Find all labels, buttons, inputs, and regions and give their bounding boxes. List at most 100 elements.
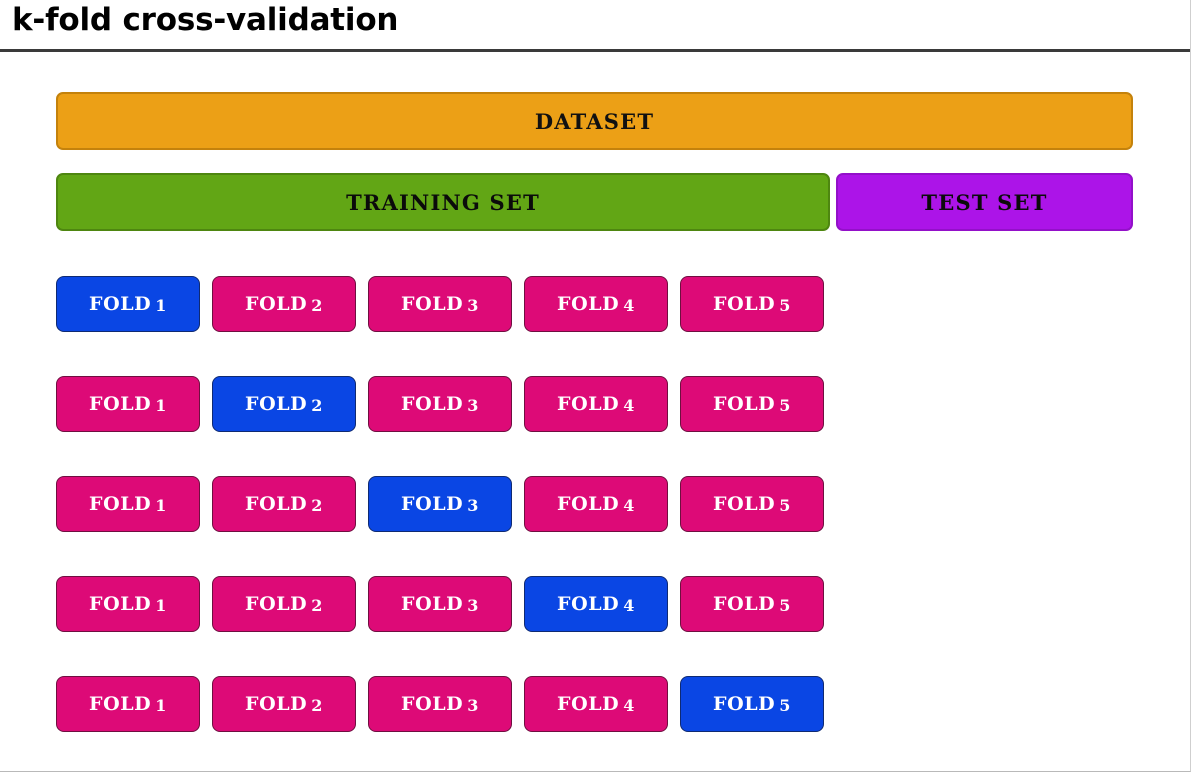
fold-number: 4 bbox=[623, 695, 635, 715]
fold-label: FOLD bbox=[712, 293, 776, 315]
fold-number: 5 bbox=[779, 695, 791, 715]
fold-label: FOLD bbox=[400, 293, 464, 315]
train-test-split-row: TRAINING SET TEST SET bbox=[0, 52, 1190, 770]
dataset-label: DATASET bbox=[534, 108, 655, 134]
fold-label: FOLD bbox=[400, 393, 464, 415]
fold-number: 2 bbox=[311, 495, 323, 515]
fold-label: FOLD bbox=[244, 593, 308, 615]
fold-label: FOLD bbox=[244, 693, 308, 715]
fold-number: 3 bbox=[467, 295, 479, 315]
fold-number: 1 bbox=[155, 695, 167, 715]
fold-number: 5 bbox=[779, 495, 791, 515]
fold-label: FOLD bbox=[556, 693, 620, 715]
fold-label: FOLD bbox=[88, 493, 152, 515]
fold-number: 3 bbox=[467, 495, 479, 515]
fold-number: 3 bbox=[467, 595, 479, 615]
page-title: k-fold cross-validation bbox=[12, 2, 399, 38]
fold-label: FOLD bbox=[712, 493, 776, 515]
training-set-bar: TRAINING SET bbox=[56, 173, 830, 231]
fold-number: 2 bbox=[311, 595, 323, 615]
fold-label: FOLD bbox=[244, 293, 308, 315]
fold-number: 1 bbox=[155, 395, 167, 415]
fold-number: 4 bbox=[623, 595, 635, 615]
fold-number: 1 bbox=[155, 495, 167, 515]
fold-label: FOLD bbox=[712, 393, 776, 415]
fold-number: 4 bbox=[623, 295, 635, 315]
fold-number: 2 bbox=[311, 295, 323, 315]
fold-label: FOLD bbox=[556, 593, 620, 615]
fold-label: FOLD bbox=[556, 293, 620, 315]
fold-label: FOLD bbox=[244, 393, 308, 415]
fold-number: 3 bbox=[467, 395, 479, 415]
fold-label: FOLD bbox=[400, 693, 464, 715]
fold-number: 4 bbox=[623, 395, 635, 415]
slide-header: k-fold cross-validation bbox=[0, 0, 1190, 52]
fold-number: 2 bbox=[311, 395, 323, 415]
training-set-label: TRAINING SET bbox=[346, 189, 540, 215]
fold-label: FOLD bbox=[556, 493, 620, 515]
fold-number: 5 bbox=[779, 395, 791, 415]
fold-number: 2 bbox=[311, 695, 323, 715]
fold-label: FOLD bbox=[88, 593, 152, 615]
fold-label: FOLD bbox=[712, 693, 776, 715]
fold-number: 3 bbox=[467, 695, 479, 715]
fold-number: 5 bbox=[779, 295, 791, 315]
fold-label: FOLD bbox=[244, 493, 308, 515]
fold-number: 1 bbox=[155, 595, 167, 615]
fold-label: FOLD bbox=[712, 593, 776, 615]
fold-label: FOLD bbox=[400, 493, 464, 515]
fold-label: FOLD bbox=[88, 693, 152, 715]
